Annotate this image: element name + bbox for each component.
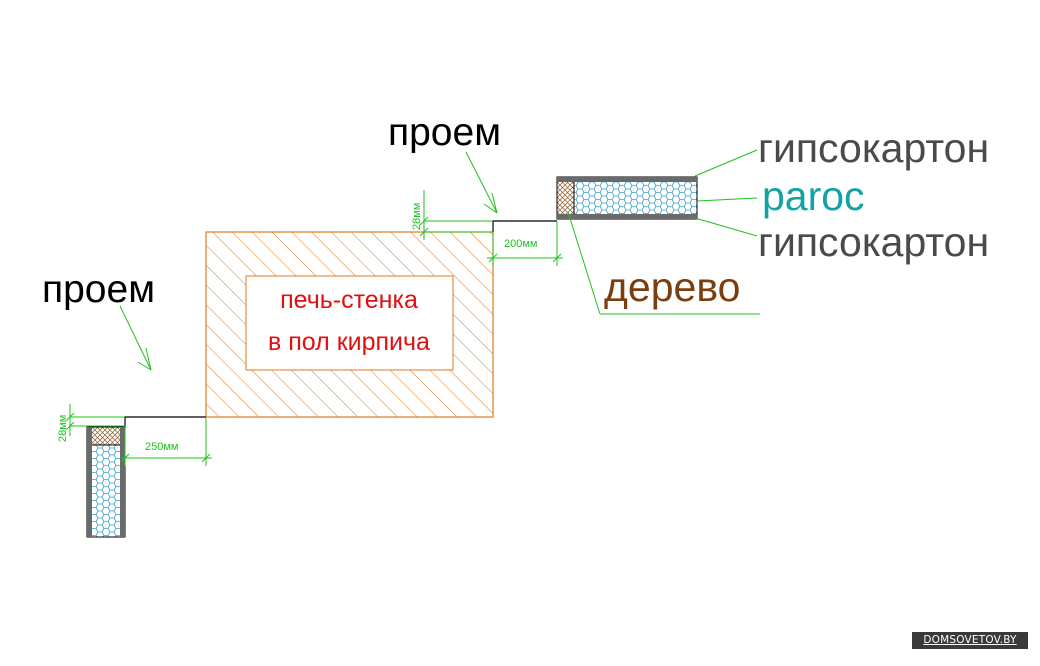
stove-label-line2: в пол кирпича [268, 328, 430, 356]
dim-left-width: 250мм [145, 441, 178, 453]
watermark-badge: DOMSOVETOV.BY [912, 632, 1028, 649]
dim-left-thickness: 28мм [57, 415, 69, 442]
stove-brick-block: печь-стенка в пол кирпича [205, 231, 494, 418]
drywall-label-top: гипсокартон [758, 125, 989, 171]
drywall-label-bottom: гипсокартон [758, 219, 989, 265]
opening-label-top: проем [388, 111, 501, 154]
left-wall-panel [86, 426, 126, 538]
stove-label-line1: печь-стенка [280, 286, 418, 314]
leader-lines [119, 149, 760, 371]
wood-label: дерево [604, 264, 740, 310]
dimension-left-gap [65, 404, 212, 466]
insulation-label: paroc [762, 173, 865, 219]
dim-top-width: 200мм [504, 238, 537, 250]
opening-label-left: проем [42, 268, 155, 311]
dimension-top-gap [419, 190, 563, 266]
right-wall-panel [556, 176, 698, 220]
stove-label-box [245, 275, 454, 371]
dim-top-thickness: 28мм [411, 203, 423, 230]
